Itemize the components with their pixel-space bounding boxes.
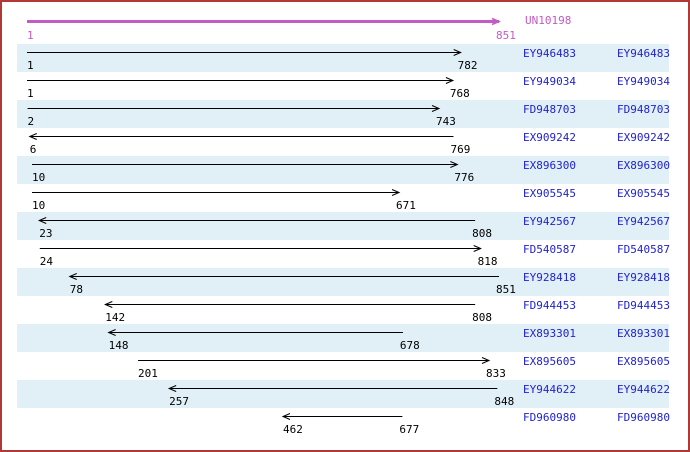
accession-label-2[interactable]: EY949034	[617, 75, 670, 88]
alignment-row: 78 851 EY928418 EY928418	[17, 268, 670, 296]
accession-label-2[interactable]: EY946483	[617, 47, 670, 60]
accession-label-2[interactable]: EX893301	[617, 327, 670, 340]
alignment-row: 10 776 EX896300 EX896300	[17, 156, 670, 184]
alignment-row: 142 808 FD944453 FD944453	[17, 296, 670, 324]
accession-label[interactable]: FD960980	[523, 411, 576, 424]
accession-label-2[interactable]: EY928418	[617, 271, 670, 284]
alignment-start-label: 142	[105, 311, 126, 324]
accession-label[interactable]: EX909242	[523, 131, 576, 144]
reference-arrow	[27, 17, 501, 26]
alignment-row: 23 808 EY942567 EY942567	[17, 212, 670, 240]
accession-label[interactable]: EY946483	[523, 47, 576, 60]
alignment-start-label: 1	[27, 87, 34, 100]
accession-label[interactable]: EX895605	[523, 355, 576, 368]
alignment-end-label: 851	[496, 283, 516, 296]
alignment-arrow	[27, 77, 455, 84]
accession-label-2[interactable]: EX905545	[617, 187, 670, 200]
alignment-arrow	[27, 49, 462, 56]
alignment-arrow	[167, 385, 498, 392]
accession-label-2[interactable]: EX909242	[617, 131, 670, 144]
alignment-start-label: 24	[39, 255, 54, 268]
accession-label[interactable]: FD540587	[523, 243, 576, 256]
alignment-arrow	[107, 329, 403, 336]
alignment-row: 462 677 FD960980 FD960980	[17, 408, 670, 436]
alignment-start-label: 2	[27, 115, 35, 128]
accession-label-2[interactable]: FD960980	[617, 411, 670, 424]
accession-label[interactable]: EY944622	[523, 383, 576, 396]
alignment-start-label: 1	[27, 59, 34, 72]
alignment-start-label: 10	[31, 199, 46, 212]
alignment-row: 1 768 EY949034 EY949034	[17, 72, 670, 100]
alignment-start-label: 78	[69, 283, 83, 296]
alignment-end-label: 769	[450, 143, 471, 156]
alignment-end-label: 782	[457, 59, 478, 72]
alignment-arrow	[138, 357, 491, 364]
accession-label[interactable]: EX896300	[523, 159, 576, 172]
alignment-end-label: 743	[436, 115, 456, 128]
alignment-end-label: 808	[472, 311, 492, 324]
reference-end-label: 851	[496, 29, 516, 42]
alignment-start-label: 23	[39, 227, 53, 240]
accession-label-2[interactable]: EY942567	[617, 215, 670, 228]
alignment-end-label: 833	[486, 367, 506, 380]
accession-label[interactable]: EY928418	[523, 271, 576, 284]
alignment-start-label: 148	[108, 339, 129, 352]
alignment-start-label: 257	[169, 395, 190, 408]
accession-label[interactable]: FD948703	[523, 103, 576, 116]
alignment-end-label: 776	[454, 171, 475, 184]
alignment-end-label: 818	[477, 255, 498, 268]
alignment-start-label: 201	[138, 367, 158, 380]
alignment-end-label: 808	[472, 227, 492, 240]
alignment-end-label: 677	[399, 423, 420, 436]
reference-name: UN10198	[525, 14, 572, 27]
accession-label[interactable]: EY942567	[523, 215, 576, 228]
accession-label-2[interactable]: EX896300	[617, 159, 670, 172]
alignment-row: 1 782 EY946483 EY946483	[17, 44, 670, 72]
alignment-arrow	[37, 217, 476, 224]
accession-label[interactable]: EY949034	[523, 75, 576, 88]
accession-label-2[interactable]: FD540587	[617, 243, 670, 256]
alignment-arrow	[39, 245, 482, 252]
accession-label[interactable]: EX893301	[523, 327, 576, 340]
accession-label-2[interactable]: EX895605	[617, 355, 670, 368]
alignment-arrow	[31, 161, 459, 168]
accession-label-2[interactable]: FD944453	[617, 299, 670, 312]
alignment-arrow	[28, 133, 454, 140]
alignment-arrow	[68, 273, 499, 280]
alignment-row: 6 769 EX909242 EX909242	[17, 128, 670, 156]
alignment-row: 148 678 EX893301 EX893301	[17, 324, 670, 352]
alignment-row: 201 833 EX895605 EX895605	[17, 352, 670, 380]
alignment-row: 257 848 EY944622 EY944622	[17, 380, 670, 408]
alignment-arrow	[281, 413, 403, 420]
alignment-end-label: 848	[494, 395, 515, 408]
accession-label-2[interactable]: FD948703	[617, 103, 670, 116]
alignment-row: 10 671 EX905545 EX905545	[17, 184, 670, 212]
alignment-end-label: 671	[396, 199, 416, 212]
alignment-arrow	[104, 301, 476, 308]
alignment-end-label: 768	[449, 87, 470, 100]
accession-label[interactable]: EX905545	[523, 187, 576, 200]
alignment-start-label: 462	[282, 423, 303, 436]
alignment-arrow	[31, 189, 401, 196]
accession-label-2[interactable]: EY944622	[617, 383, 670, 396]
alignment-arrow	[27, 105, 441, 112]
reference-start-label: 1	[27, 29, 34, 42]
accession-label[interactable]: FD944453	[523, 299, 576, 312]
alignment-row: 24 818 FD540587 FD540587	[17, 240, 670, 268]
alignment-row: 2 743 FD948703 FD948703	[17, 100, 670, 128]
alignment-end-label: 678	[399, 339, 420, 352]
reference-row: 1 851 UN10198	[17, 2, 669, 44]
alignment-start-label: 6	[29, 143, 37, 156]
alignment-start-label: 10	[31, 171, 46, 184]
